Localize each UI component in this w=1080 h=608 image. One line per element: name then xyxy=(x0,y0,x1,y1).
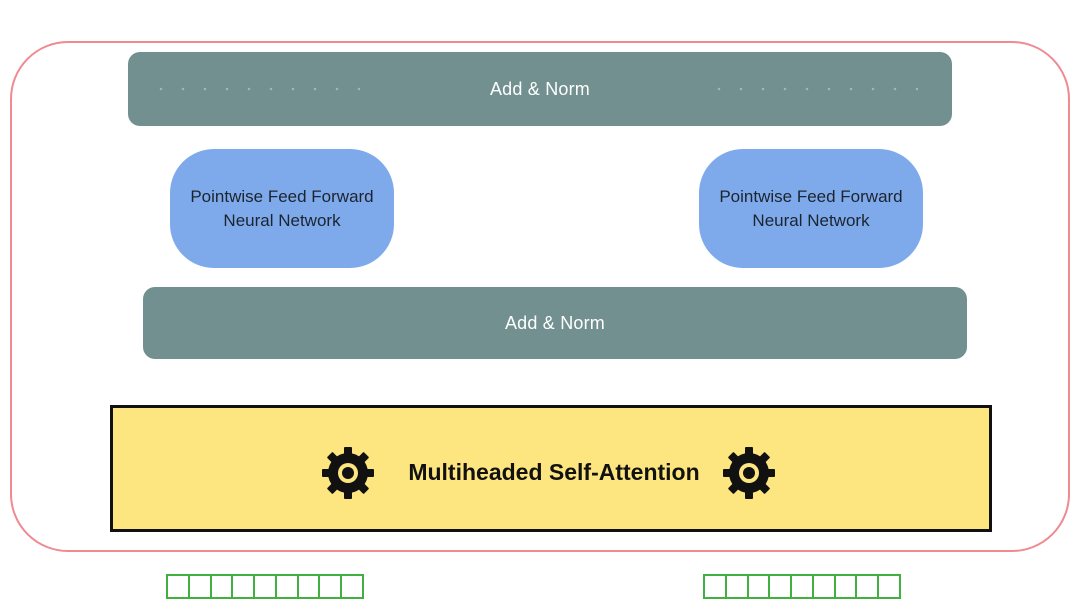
left-feed-forward-label: Pointwise Feed Forward Neural Network xyxy=(177,185,387,233)
top-add-norm-block: Add & Norm xyxy=(128,52,952,126)
top-add-norm-left-dots xyxy=(150,84,360,94)
left-input-embedding-vector xyxy=(166,574,364,599)
bottom-add-norm-label: Add & Norm xyxy=(504,312,606,333)
right-input-embedding-vector xyxy=(703,574,901,599)
left-feed-forward-line-1: Pointwise Feed Forward xyxy=(190,186,374,206)
right-feed-forward-line-2: Neural Network xyxy=(752,210,870,230)
embedding-cell xyxy=(320,576,343,597)
embedding-cell xyxy=(342,576,362,597)
gear-icon xyxy=(322,447,374,499)
right-feed-forward-block: Pointwise Feed Forward Neural Network xyxy=(699,149,923,268)
embedding-cell xyxy=(814,576,836,597)
embedding-cell xyxy=(727,576,749,597)
embedding-cell xyxy=(212,576,234,597)
multiheaded-self-attention-label: Multiheaded Self-Attention xyxy=(408,458,700,485)
embedding-cell xyxy=(857,576,880,597)
left-feed-forward-block: Pointwise Feed Forward Neural Network xyxy=(170,149,394,268)
embedding-cell xyxy=(705,576,727,597)
embedding-cell xyxy=(749,576,771,597)
top-add-norm-label: Add & Norm xyxy=(489,78,591,99)
embedding-cell xyxy=(233,576,256,597)
embedding-cell xyxy=(792,576,814,597)
embedding-cell xyxy=(190,576,212,597)
multiheaded-self-attention-block: Multiheaded Self-Attention xyxy=(110,405,992,532)
gear-icon xyxy=(723,447,775,499)
embedding-cell xyxy=(770,576,793,597)
embedding-cell xyxy=(836,576,858,597)
right-feed-forward-line-1: Pointwise Feed Forward xyxy=(719,186,903,206)
top-add-norm-right-dots xyxy=(708,84,918,94)
embedding-cell xyxy=(168,576,190,597)
embedding-cell xyxy=(299,576,321,597)
embedding-cell xyxy=(879,576,899,597)
bottom-add-norm-block: Add & Norm xyxy=(143,287,967,359)
right-feed-forward-label: Pointwise Feed Forward Neural Network xyxy=(706,185,916,233)
left-feed-forward-line-2: Neural Network xyxy=(223,210,341,230)
embedding-cell xyxy=(277,576,299,597)
embedding-cell xyxy=(255,576,277,597)
